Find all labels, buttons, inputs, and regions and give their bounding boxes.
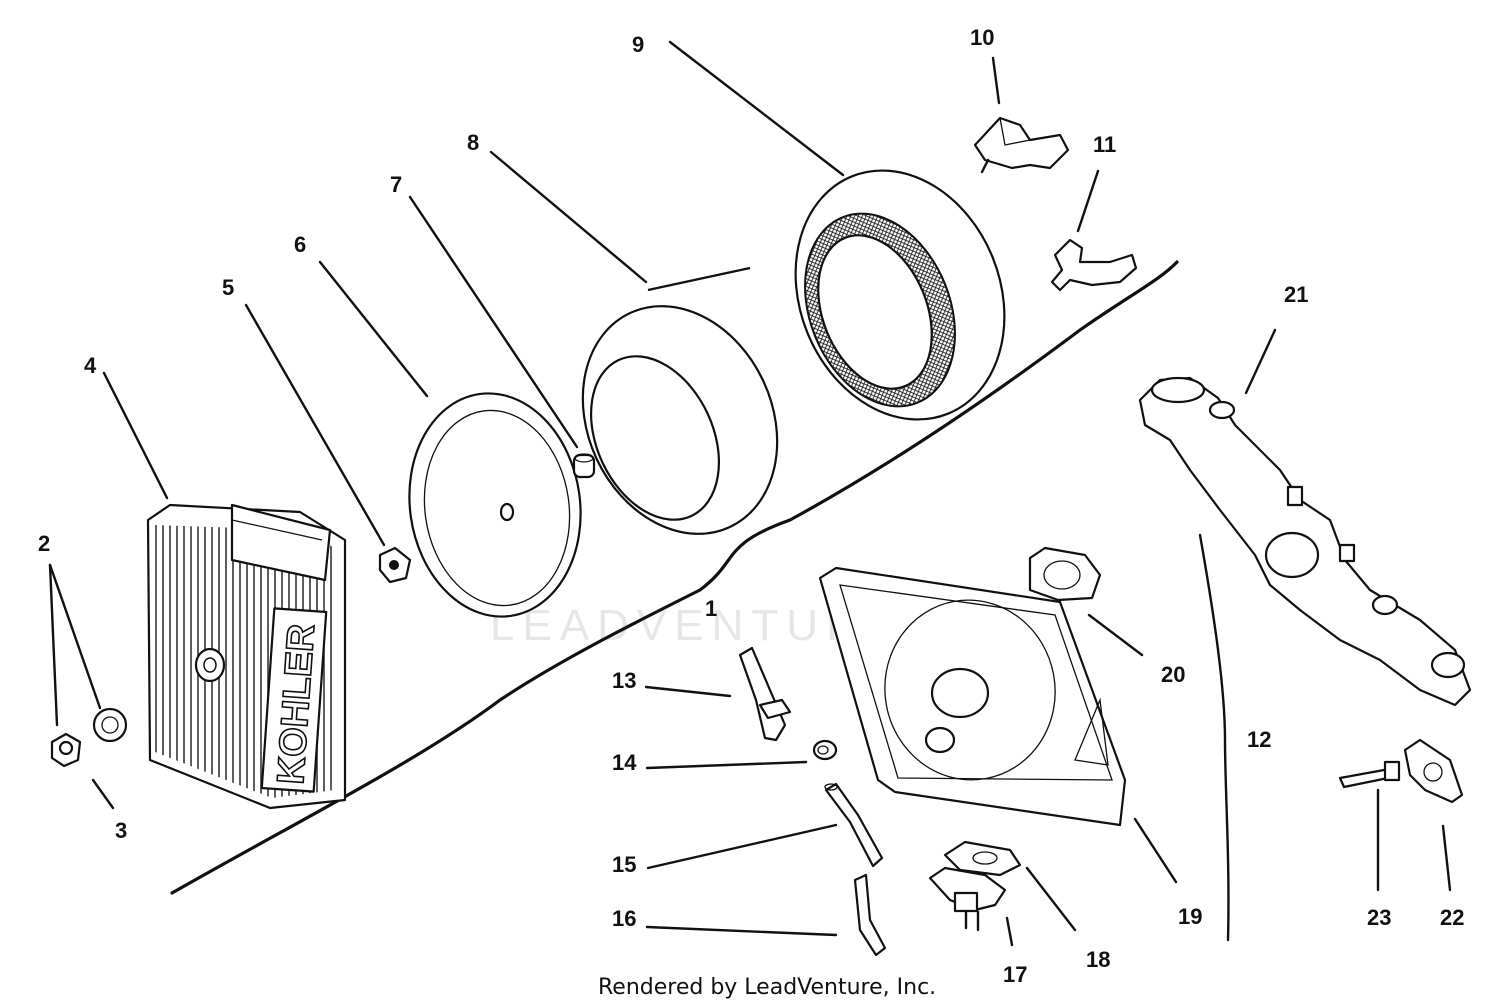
part-19-base-plate <box>818 566 1127 827</box>
part-2-3-fittings <box>50 707 128 768</box>
part-21-manifold <box>1138 376 1472 707</box>
part-18-bracket <box>943 840 1022 877</box>
part-13-breather-tube <box>738 646 792 742</box>
part-20-gasket <box>1028 546 1102 602</box>
label-part-22: 22 <box>1440 905 1464 930</box>
part-23-bolt <box>1338 760 1401 789</box>
label-part-3: 3 <box>115 818 127 843</box>
label-part-2: 2 <box>38 531 50 556</box>
label-part-4: 4 <box>84 353 97 378</box>
label-part-7: 7 <box>390 172 402 197</box>
label-part-11: 11 <box>1093 132 1116 157</box>
part-6-cover-plate <box>408 392 582 618</box>
label-part-16: 16 <box>612 906 636 931</box>
label-part-6: 6 <box>294 232 306 257</box>
part-10-bracket <box>973 116 1070 174</box>
part-5-wing-nut <box>378 546 412 584</box>
label-part-8: 8 <box>467 130 479 155</box>
label-part-21: 21 <box>1284 282 1308 307</box>
label-part-13: 13 <box>612 668 636 693</box>
label-part-19: 19 <box>1178 904 1202 929</box>
label-part-23: 23 <box>1367 905 1391 930</box>
engine-outline <box>170 260 1179 895</box>
part-4-air-cleaner-housing: KOHLER <box>146 503 347 810</box>
label-part-15: 15 <box>612 852 636 877</box>
part-11-bracket <box>1050 238 1138 292</box>
label-part-20: 20 <box>1161 662 1185 687</box>
label-part-17: 17 <box>1003 962 1027 987</box>
part-22-gasket <box>1403 738 1464 804</box>
part-14-clamp <box>812 739 838 761</box>
part-labels: 1 2 3 4 5 6 7 8 9 10 11 12 13 14 15 16 1… <box>38 25 1464 987</box>
footer-credit: Rendered by LeadVenture, Inc. <box>598 975 936 1000</box>
part-9-filter-element <box>794 169 1006 421</box>
label-part-14: 14 <box>612 750 637 775</box>
part-16-hose <box>853 873 887 957</box>
label-part-1: 1 <box>705 596 717 621</box>
label-part-18: 18 <box>1086 947 1110 972</box>
part-17-valve <box>928 866 1007 932</box>
part-15-hose <box>824 782 884 868</box>
watermark-text: LEADVENTURE <box>490 601 903 650</box>
label-part-5: 5 <box>222 275 234 300</box>
part-8-precleaner <box>581 266 779 535</box>
label-part-10: 10 <box>970 25 994 50</box>
part-7-spacer <box>572 453 596 479</box>
label-part-12: 12 <box>1247 727 1271 752</box>
leader-lines <box>48 40 1452 947</box>
label-part-9: 9 <box>632 32 644 57</box>
part-12-brace <box>1198 533 1230 942</box>
